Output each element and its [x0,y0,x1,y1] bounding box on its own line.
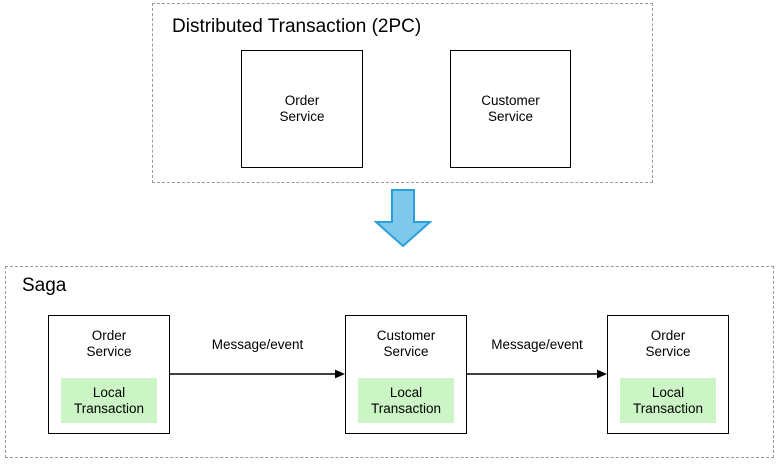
flow-down-arrow-icon [372,189,434,247]
box-saga-order-service-2[interactable]: Order Service Local Transaction [607,315,729,434]
box-label-saga-order-service-1: Order Service [86,328,132,359]
box-label-saga-customer-service: Customer Service [376,328,436,359]
connector-arrow-1-icon [170,369,345,379]
box-saga-order-service-1[interactable]: Order Service Local Transaction [48,315,170,434]
box-label-2pc-order-service: Order Service [279,93,325,124]
group-title-distributed-transaction-2pc: Distributed Transaction (2PC) [172,16,422,37]
connector-label-message-event-1: Message/event [211,337,304,352]
box-label-saga-order-service-2: Order Service [645,328,691,359]
local-transaction-badge-2: Local Transaction [358,378,454,423]
local-transaction-badge-1: Local Transaction [61,378,157,423]
box-2pc-order-service[interactable]: Order Service [241,50,363,168]
group-saga [5,266,774,458]
box-saga-customer-service[interactable]: Customer Service Local Transaction [345,315,467,434]
group-distributed-transaction-2pc [152,3,653,183]
local-transaction-badge-3: Local Transaction [620,378,716,423]
connector-arrow-2-icon [467,369,607,379]
box-label-2pc-customer-service: Customer Service [481,93,540,124]
connector-label-message-event-2: Message/event [491,337,583,352]
box-2pc-customer-service[interactable]: Customer Service [450,50,571,168]
group-title-saga: Saga [22,275,67,296]
